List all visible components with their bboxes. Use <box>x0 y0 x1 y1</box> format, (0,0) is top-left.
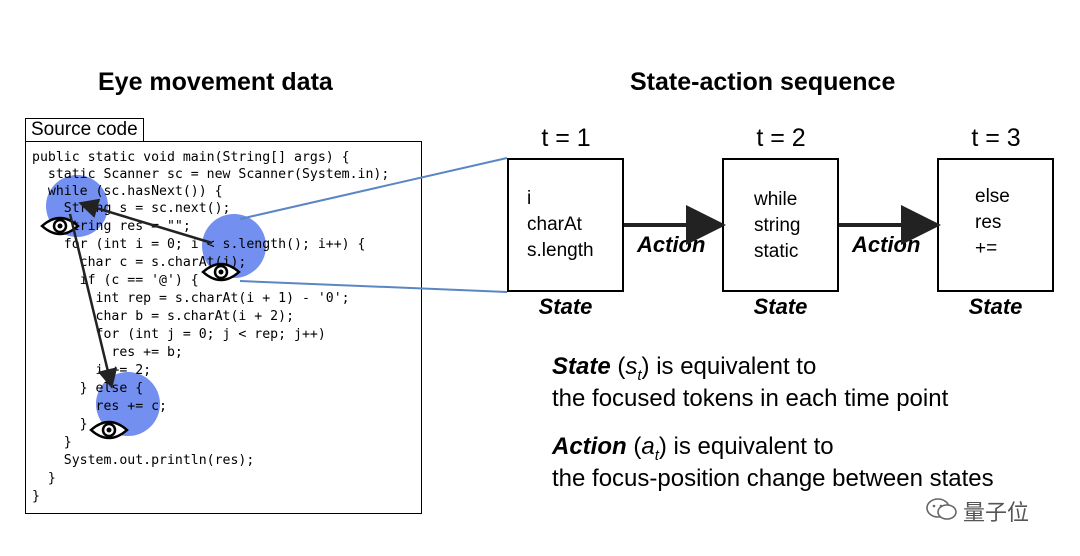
state-box-1: i charAt s.length <box>507 158 624 292</box>
action-definition-line1: Action (at) is equivalent to <box>552 433 834 464</box>
eye-movement-title: Eye movement data <box>98 68 333 96</box>
state-token: i <box>527 188 532 209</box>
state-box-2: while string static <box>722 158 839 292</box>
action-label-2: Action <box>852 232 921 257</box>
code-line: static Scanner sc = new Scanner(System.i… <box>32 167 390 182</box>
code-line: if (c == '@') { <box>32 273 199 288</box>
code-line: res += c; <box>32 399 167 414</box>
state-box-3: else res += <box>937 158 1054 292</box>
state-definition-rest: is equivalent to <box>649 353 817 380</box>
code-line: public static void main(String[] args) { <box>32 150 350 165</box>
state-label-1: State <box>538 294 593 319</box>
code-line: char b = s.charAt(i + 2); <box>32 309 295 324</box>
state-label-2: State <box>753 294 808 319</box>
time-label-2: t = 2 <box>756 124 806 152</box>
action-term: Action <box>552 433 627 460</box>
state-token: res <box>975 212 1002 233</box>
state-action-title: State-action sequence <box>630 68 896 96</box>
code-line: while (sc.hasNext()) { <box>32 184 223 199</box>
eye-icon <box>201 262 241 282</box>
state-token: while <box>754 189 798 210</box>
code-line: System.out.println(res); <box>32 453 255 468</box>
state-label-3: State <box>968 294 1023 319</box>
state-term: State <box>552 353 611 380</box>
watermark-text: 量子位 <box>963 500 1030 525</box>
code-line: } <box>32 417 88 432</box>
action-definition-rest: is equivalent to <box>666 433 834 460</box>
state-token: static <box>754 241 799 262</box>
code-line: res += b; <box>32 345 183 360</box>
state-token: charAt <box>527 214 582 235</box>
code-line: i += 2; <box>32 363 152 378</box>
action-definition-line2: the focus-position change between states <box>552 465 994 492</box>
action-subscript: t <box>654 446 659 464</box>
wechat-icon <box>926 498 957 520</box>
state-definition-line2: the focused tokens in each time point <box>552 385 949 412</box>
time-label-1: t = 1 <box>541 124 591 152</box>
action-symbol: a <box>641 433 655 460</box>
code-line: } <box>32 471 56 486</box>
code-line: } <box>32 489 40 504</box>
source-code-label: Source code <box>25 118 144 142</box>
time-label-3: t = 3 <box>971 124 1021 152</box>
code-line: int rep = s.charAt(i + 1) - '0'; <box>32 291 350 306</box>
state-token: s.length <box>527 240 594 261</box>
code-line: } else { <box>32 381 144 396</box>
code-line: } <box>32 435 72 450</box>
code-line: for (int i = 0; i < s.length(); i++) { <box>32 237 366 252</box>
eye-icon <box>40 216 80 236</box>
state-definition-line1: State (st) is equivalent to <box>552 353 817 384</box>
state-symbol: s <box>625 353 638 380</box>
eye-icon <box>89 420 129 440</box>
state-token: else <box>975 186 1010 207</box>
code-line: for (int j = 0; j < rep; j++) <box>32 327 326 342</box>
state-token: string <box>754 215 801 236</box>
source-code-panel <box>25 141 422 514</box>
state-subscript: t <box>637 366 642 384</box>
state-token: += <box>975 238 998 259</box>
action-label-1: Action <box>637 232 706 257</box>
